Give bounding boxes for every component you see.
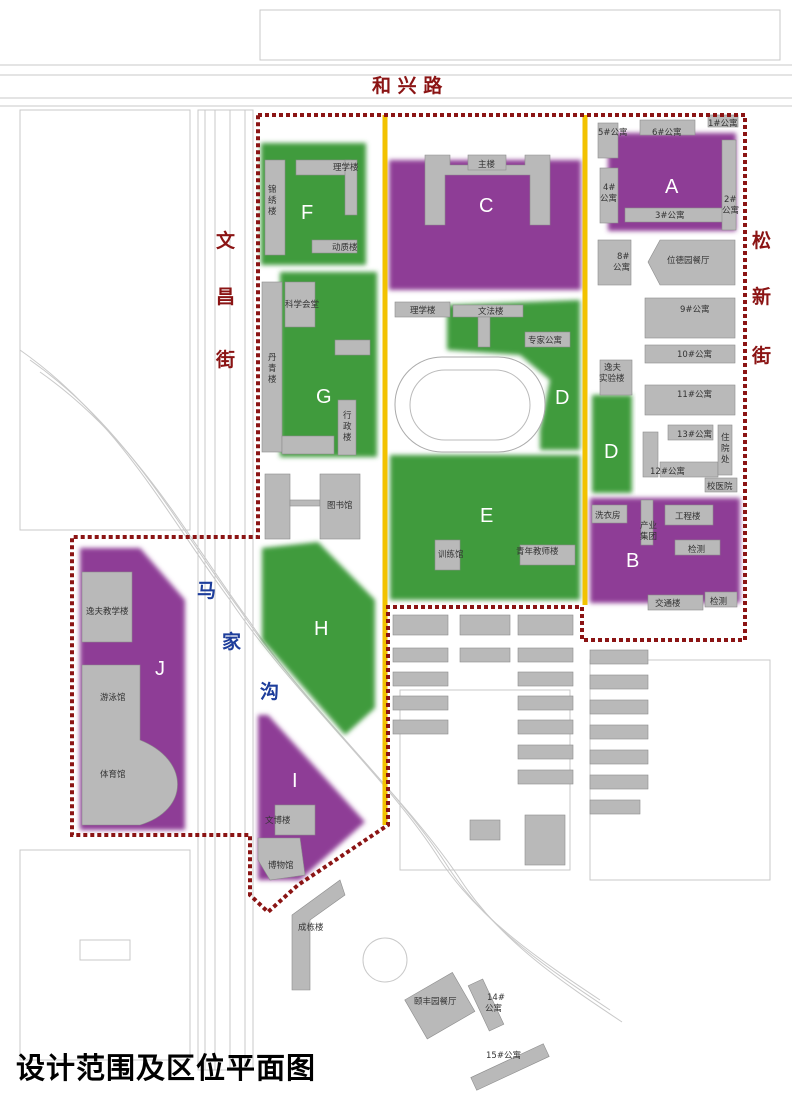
residential-blocks xyxy=(392,614,649,866)
label-science-1: 理学楼 xyxy=(333,162,359,173)
buildings xyxy=(81,114,739,1091)
label-chengdong: 成栋楼 xyxy=(298,922,324,933)
label-apt4a: 4# xyxy=(603,183,616,193)
label-industry-a: 产业 xyxy=(640,520,657,531)
label-main: 主楼 xyxy=(478,159,496,170)
label-apt11: 11#公寓 xyxy=(677,389,712,400)
label-traffic: 交通楼 xyxy=(655,598,681,609)
label-training: 训练馆 xyxy=(438,549,464,560)
label-apt4b: 公寓 xyxy=(600,193,617,204)
road-label-wenchang-3: 街 xyxy=(215,348,235,371)
road-label-wenchang-2: 昌 xyxy=(216,286,235,308)
label-admin-1: 行 xyxy=(343,410,352,421)
label-apt14a: 14# xyxy=(487,993,505,1003)
label-admin-2: 政 xyxy=(343,421,352,432)
label-apt8a: 8# xyxy=(617,252,630,262)
label-testing-2: 检测 xyxy=(710,596,727,607)
label-clinic: 校医院 xyxy=(707,481,733,492)
road-label-wenchang-1: 文 xyxy=(216,229,236,252)
label-apt13: 13#公寓 xyxy=(677,429,712,440)
label-yifu: 逸夫教学楼 xyxy=(86,606,129,617)
label-inpatient-3: 处 xyxy=(721,454,730,465)
zone-E-area[interactable] xyxy=(390,455,580,600)
road-label-songxin-3: 街 xyxy=(751,344,771,367)
label-dongli: 动质楼 xyxy=(332,242,358,253)
label-yifeng: 颐丰园餐厅 xyxy=(414,996,457,1007)
zone-letter-B: B xyxy=(626,550,639,572)
zone-letter-E: E xyxy=(480,505,493,527)
river-label-majiagou-2: 家 xyxy=(222,630,242,653)
building-labels: 5#公寓 6#公寓 1#公寓 4# 公寓 2# 公寓 3#公寓 8# 公寓 位德… xyxy=(86,118,739,1061)
label-library: 图书馆 xyxy=(327,500,353,511)
label-swim: 游泳馆 xyxy=(100,692,126,703)
road-label-songxin-1: 松 xyxy=(752,229,771,252)
river-label-majiagou-1: 马 xyxy=(197,580,216,602)
zone-letter-G: G xyxy=(316,386,332,408)
zone-letter-J: J xyxy=(155,658,165,680)
label-science-2: 理学楼 xyxy=(410,305,436,316)
zone-letter-F: F xyxy=(301,202,313,224)
label-testing-1: 检测 xyxy=(688,544,705,555)
label-apt6: 6#公寓 xyxy=(652,127,682,138)
label-danqing-1: 丹 xyxy=(268,353,277,363)
road-label-hexing: 和 兴 路 xyxy=(372,74,443,97)
label-youth: 青年教师楼 xyxy=(516,546,559,557)
label-engineering: 工程楼 xyxy=(675,511,701,522)
label-apt15: 15#公寓 xyxy=(486,1050,521,1061)
zone-letter-D1: D xyxy=(555,387,569,409)
zone-letter-D2: D xyxy=(604,441,618,463)
river-label-majiagou-3: 沟 xyxy=(260,680,279,703)
zone-D2-area[interactable] xyxy=(592,395,632,493)
road-label-songxin-2: 新 xyxy=(752,285,771,308)
label-inpatient-1: 住 xyxy=(721,432,730,443)
design-boundary xyxy=(70,113,747,915)
label-apt1: 1#公寓 xyxy=(708,118,738,129)
label-kexue: 科学会堂 xyxy=(285,299,319,310)
label-apt9: 9#公寓 xyxy=(680,304,710,315)
base-linework xyxy=(0,9,792,1071)
label-apt14b: 公寓 xyxy=(485,1003,502,1014)
label-museum: 博物馆 xyxy=(268,860,294,871)
label-laundry: 洗衣房 xyxy=(595,510,621,521)
label-lab-a: 逸夫 xyxy=(604,362,622,373)
label-gym: 体育馆 xyxy=(100,769,126,780)
zone-letter-A: A xyxy=(665,176,679,198)
zone-letters: A B C D D E F G H I J xyxy=(155,176,679,792)
label-jinxiu-3: 楼 xyxy=(268,206,277,217)
label-canteen: 位德园餐厅 xyxy=(667,255,710,266)
label-industry-b: 集团 xyxy=(640,531,657,542)
axis-lines xyxy=(382,115,588,825)
label-danqing-3: 楼 xyxy=(268,374,277,385)
zone-letter-C: C xyxy=(479,195,493,217)
label-jinxiu-2: 绣 xyxy=(268,195,277,206)
zone-letter-I: I xyxy=(292,770,298,792)
label-wenbo: 文博楼 xyxy=(265,815,291,826)
road-labels: 和 兴 路 文 昌 街 松 新 街 马 家 沟 xyxy=(197,74,771,703)
label-danqing-2: 青 xyxy=(268,363,277,374)
label-apt3: 3#公寓 xyxy=(655,210,685,221)
label-lab-b: 实验楼 xyxy=(599,373,625,384)
label-admin-3: 楼 xyxy=(343,432,352,443)
label-apt2b: 公寓 xyxy=(722,205,739,216)
zone-H-area[interactable] xyxy=(262,542,375,735)
label-apt10: 10#公寓 xyxy=(677,349,712,360)
label-expert: 专家公寓 xyxy=(528,335,562,346)
map-title: 设计范围及区位平面图 xyxy=(16,1051,317,1085)
label-liberal: 文法楼 xyxy=(478,306,504,317)
stadium xyxy=(394,356,546,453)
zone-letter-H: H xyxy=(314,618,328,640)
label-jinxiu-1: 锦 xyxy=(268,184,277,195)
label-apt12: 12#公寓 xyxy=(650,466,685,477)
label-apt2a: 2# xyxy=(724,195,737,205)
label-apt8b: 公寓 xyxy=(613,262,630,273)
label-apt5: 5#公寓 xyxy=(598,127,628,138)
zone-C-area[interactable] xyxy=(389,160,581,290)
label-inpatient-2: 院 xyxy=(721,443,730,454)
